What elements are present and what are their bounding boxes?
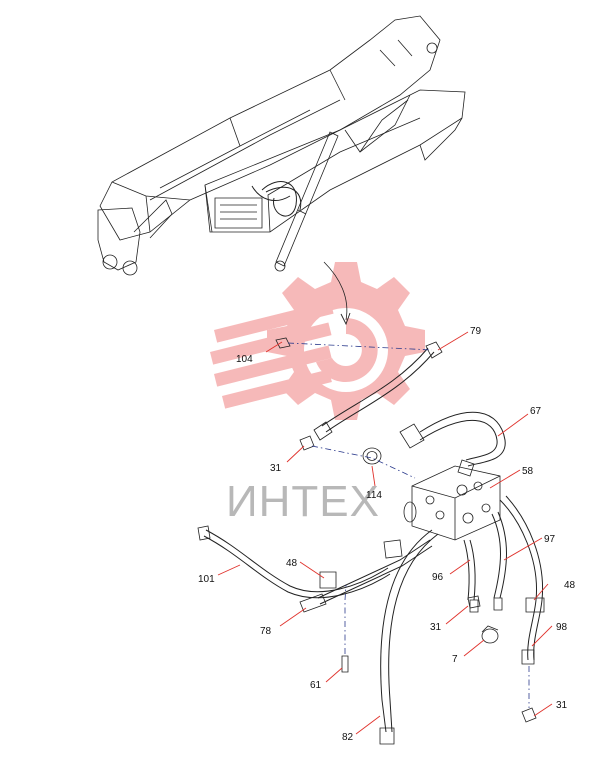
- connector-104-79: [287, 342, 433, 351]
- callout-104: 104: [236, 354, 253, 365]
- callout-7: 7: [452, 654, 458, 665]
- callout-31-middle: 31: [430, 622, 442, 633]
- callout-96: 96: [432, 572, 444, 583]
- bolt-61: [341, 655, 349, 673]
- valve-block-58: [403, 465, 501, 541]
- hose-97-inner: [491, 513, 501, 599]
- callout-58: 58: [522, 466, 534, 477]
- callout-48-left: 48: [286, 558, 298, 569]
- callout-31-upper: 31: [270, 463, 282, 474]
- hose-98: [499, 499, 538, 661]
- fitting-96-end: [469, 599, 479, 613]
- detail-arrow: [323, 261, 348, 321]
- fitting-31-lower: [521, 707, 537, 723]
- callout-101: 101: [198, 574, 215, 585]
- callout-97: 97: [544, 534, 556, 545]
- watermark-gear-icon: [210, 262, 425, 420]
- clamp-48-right: [525, 597, 545, 613]
- hose-78: [299, 539, 433, 613]
- callout-leaders: [217, 331, 553, 735]
- hose-79: [313, 341, 443, 441]
- callout-79: 79: [470, 326, 482, 337]
- clamp-48-left: [319, 571, 337, 589]
- callout-67: 67: [530, 406, 542, 417]
- part-114: [362, 447, 382, 465]
- fitting-97-end: [493, 597, 503, 611]
- callout-98: 98: [556, 622, 568, 633]
- part-7: [481, 625, 499, 644]
- arrow-head-icon: [340, 312, 351, 326]
- callout-114: 114: [366, 490, 382, 501]
- fitting-98-end: [521, 649, 535, 665]
- hose-98-inner: [505, 495, 544, 661]
- watermark-text: ИНТЕХ: [226, 477, 380, 526]
- fitting-104: [275, 337, 291, 349]
- callout-78: 78: [260, 626, 272, 637]
- callout-31-lower: 31: [556, 700, 568, 711]
- hose-82: [379, 529, 439, 745]
- hose-67: [399, 411, 506, 477]
- hose-101: [197, 525, 391, 599]
- connector-31-114: [311, 445, 416, 479]
- crane-boom-drawing: [97, 15, 466, 276]
- connector-61: [344, 584, 347, 654]
- clamp-left-upper: [383, 539, 403, 559]
- hose-96: [469, 539, 476, 601]
- callout-61: 61: [310, 680, 322, 691]
- hose-97: [497, 511, 507, 599]
- callout-82: 82: [342, 732, 354, 743]
- fitting-31-middle: [467, 595, 481, 609]
- callout-48-right: 48: [564, 580, 576, 591]
- hose-96-inner: [463, 539, 470, 601]
